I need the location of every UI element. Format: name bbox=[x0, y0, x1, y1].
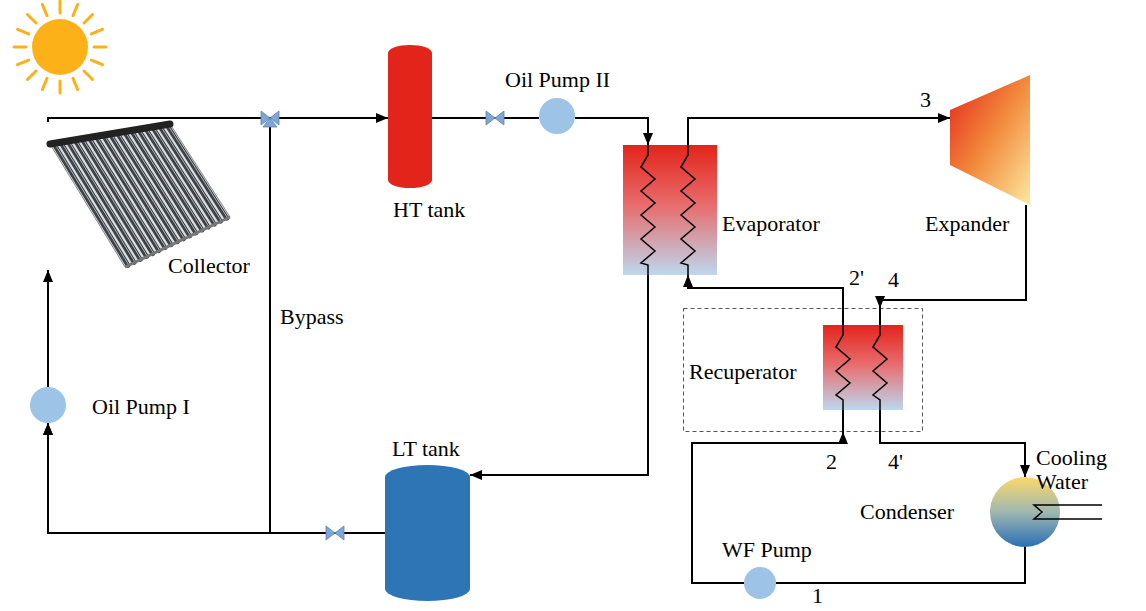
sun-ray bbox=[94, 46, 106, 49]
pipe-connector bbox=[48, 423, 385, 533]
sun-ray bbox=[73, 5, 78, 16]
state-point-number: 1 bbox=[812, 584, 823, 608]
tube-highlight bbox=[167, 125, 227, 219]
heat-exchanger-body bbox=[623, 145, 717, 275]
shape-outline bbox=[385, 465, 470, 601]
stream-label: Cooling Water bbox=[1036, 446, 1144, 494]
lt-tank: LT tank bbox=[385, 465, 470, 601]
sun-ray bbox=[18, 29, 29, 34]
state-point-number: 2' bbox=[849, 266, 864, 290]
component-label: Oil Pump II bbox=[505, 68, 610, 92]
pipe-connector bbox=[470, 275, 648, 475]
sun-ray bbox=[27, 71, 35, 79]
wf-pump: WF Pump bbox=[744, 567, 776, 599]
tube-highlight bbox=[160, 126, 221, 222]
heat-exchanger-body bbox=[823, 325, 903, 410]
pipe-connector bbox=[880, 432, 1025, 477]
component-label: Condenser bbox=[860, 500, 954, 524]
cooling-water-pipe bbox=[1034, 505, 1102, 519]
pump-symbol bbox=[744, 567, 776, 599]
pipe-connector bbox=[688, 275, 843, 308]
sun-ray bbox=[73, 78, 78, 89]
solar-collector: Collector bbox=[40, 122, 235, 270]
state-point-number: 4' bbox=[888, 450, 903, 474]
tube-highlight bbox=[69, 141, 142, 260]
edge-label: Bypass bbox=[280, 305, 344, 329]
sun-ray bbox=[91, 29, 102, 34]
sun-ray bbox=[84, 14, 92, 22]
component-label: Collector bbox=[168, 254, 250, 278]
sun-ray bbox=[42, 5, 47, 16]
component-label: Evaporator bbox=[722, 212, 820, 236]
pipe-connector bbox=[575, 118, 648, 145]
vacuum-tube bbox=[166, 125, 226, 219]
sun-ray bbox=[91, 60, 102, 65]
pipe-connector bbox=[48, 118, 270, 533]
component-label: HT tank bbox=[393, 198, 465, 222]
vacuum-tube bbox=[152, 127, 214, 224]
shape-outline bbox=[388, 45, 432, 188]
coil-line bbox=[873, 325, 887, 410]
ht-tank: HT tank bbox=[388, 45, 432, 188]
three-way-valve bbox=[261, 111, 279, 127]
shape-outline bbox=[539, 98, 575, 134]
sun-ray bbox=[59, 1, 62, 13]
pipe-stub bbox=[842, 410, 844, 432]
pipe-stub bbox=[879, 308, 881, 325]
sun-disc bbox=[32, 19, 88, 75]
pipe-connector bbox=[688, 118, 950, 145]
connector-group bbox=[48, 118, 1026, 583]
pipe-connector bbox=[776, 547, 1025, 583]
pipe-connector bbox=[432, 117, 539, 119]
tank-body bbox=[385, 465, 470, 601]
shape-outline bbox=[744, 567, 776, 599]
sun-icon bbox=[14, 1, 106, 93]
state-point-number: 3 bbox=[920, 88, 931, 112]
shape-outline bbox=[30, 387, 66, 423]
pump-symbol bbox=[539, 98, 575, 134]
expander: Expander bbox=[950, 75, 1030, 205]
component-label: LT tank bbox=[392, 437, 460, 461]
pipe-connector bbox=[880, 205, 1026, 308]
sun-ray bbox=[84, 71, 92, 79]
coil-line bbox=[836, 325, 850, 410]
pump-symbol bbox=[30, 387, 66, 423]
coil-line bbox=[641, 145, 655, 275]
sun-ray bbox=[42, 78, 47, 89]
state-point-number: 4 bbox=[888, 268, 899, 292]
state-point-number: 2 bbox=[826, 450, 837, 474]
recuperator: Recuperator bbox=[683, 308, 923, 432]
tube-highlight bbox=[153, 127, 215, 224]
component-label: Expander bbox=[925, 212, 1009, 236]
vacuum-tube bbox=[159, 126, 220, 222]
sun-ray bbox=[18, 60, 29, 65]
component-label: Recuperator bbox=[689, 360, 797, 384]
oil-pump: Oil Pump II bbox=[539, 98, 575, 134]
valve-symbol bbox=[326, 526, 344, 540]
coil-line bbox=[681, 145, 695, 275]
expander-body bbox=[950, 75, 1030, 205]
tank-body bbox=[388, 45, 432, 188]
valve-symbol bbox=[486, 111, 504, 125]
evaporator: Evaporator bbox=[623, 145, 717, 275]
shape-outline bbox=[623, 145, 717, 275]
pipe-stub bbox=[842, 308, 844, 325]
component-label: WF Pump bbox=[722, 538, 812, 562]
collector-header bbox=[50, 124, 170, 144]
pipe-stub bbox=[879, 410, 881, 432]
component-label: Oil Pump I bbox=[92, 395, 190, 419]
dashed-boundary bbox=[684, 309, 923, 432]
shape-outline bbox=[40, 122, 235, 270]
oil-pump: Oil Pump I bbox=[30, 387, 66, 423]
sun-ray bbox=[27, 14, 35, 22]
collector-panel bbox=[50, 124, 230, 267]
shape-outline bbox=[950, 75, 1030, 205]
pipe-connector bbox=[47, 270, 49, 387]
sun-ray bbox=[59, 81, 62, 93]
pipe-connector bbox=[692, 432, 843, 583]
sun-ray bbox=[14, 46, 26, 49]
